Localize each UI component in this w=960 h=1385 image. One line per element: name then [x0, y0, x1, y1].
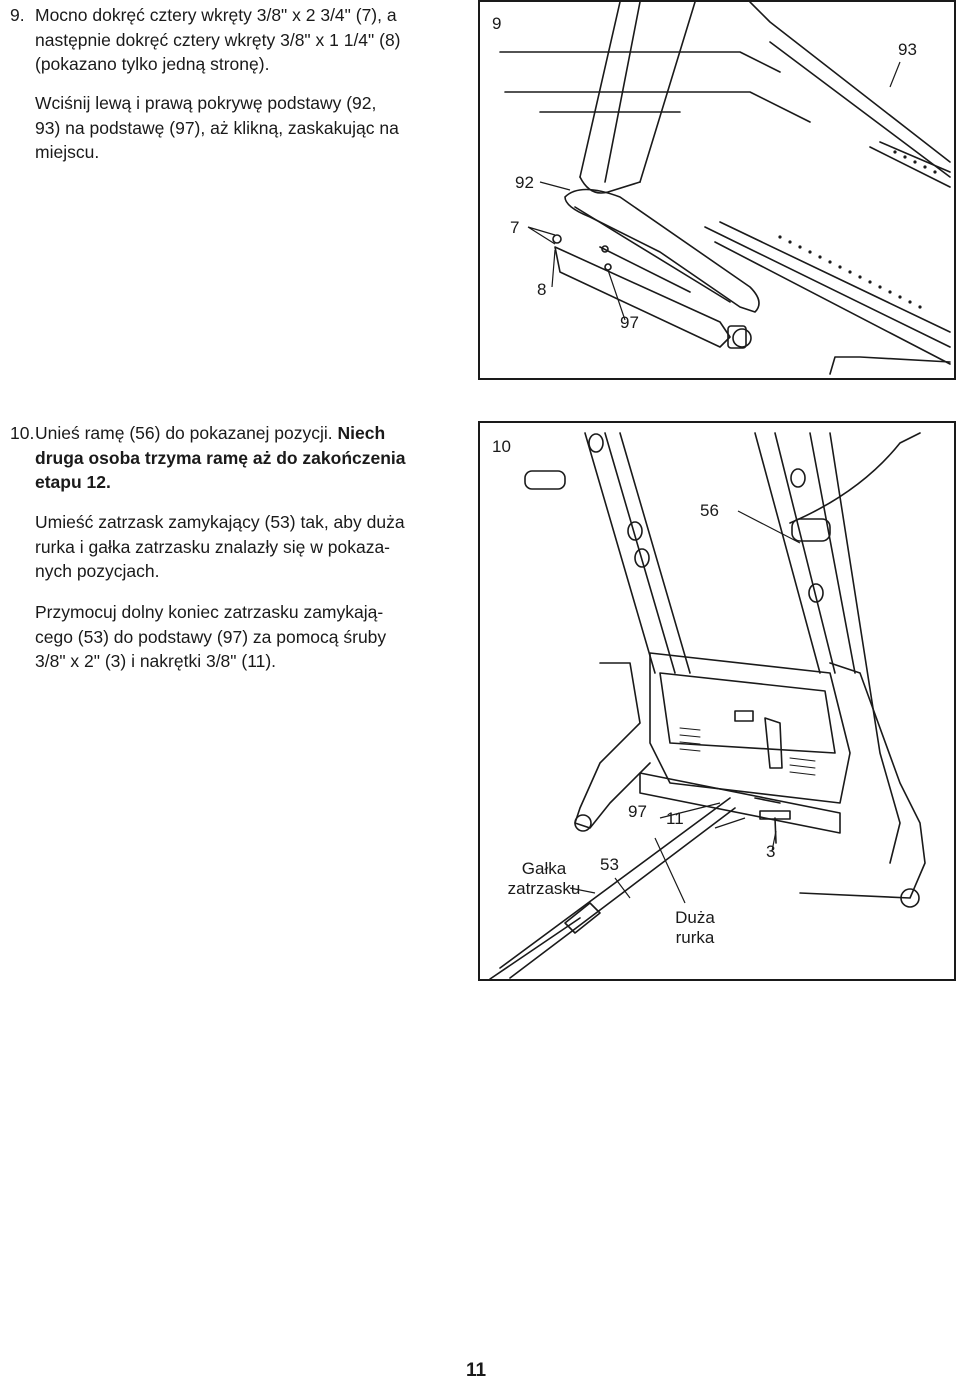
step10-number: 10. [10, 423, 35, 443]
figure-9-label: 9 [492, 14, 502, 33]
callout-97: 97 [628, 802, 647, 821]
step10-line1-bold: Niech [337, 423, 386, 443]
figure-10-label: 10 [492, 437, 511, 456]
callout-3: 3 [766, 842, 776, 861]
callout-knob-line: Gałka [521, 859, 567, 878]
page-number: 11 [466, 1360, 487, 1381]
step10-line: cego (53) do podstawy (97) za pomocą śru… [35, 626, 387, 647]
step9-line: miejscu. [35, 142, 100, 162]
step9-line: Mocno dokręć cztery wkręty 3/8" x 2 3/4"… [35, 5, 397, 25]
step10-line: 3/8" x 2" (3) i nakrętki 3/8" (11). [35, 651, 277, 671]
callout-tube-line: Duża [675, 908, 715, 927]
step9-line: (pokazano tylko jedną stronę). [35, 54, 270, 74]
callout-53: 53 [600, 855, 619, 874]
callout-tube-line: rurka [675, 928, 715, 947]
step10-line: rurka i gałka zatrzasku znalazły się w p… [35, 536, 391, 557]
callout-knob: Gałka zatrzasku [502, 859, 586, 899]
callout-knob-line: zatrzasku [507, 879, 581, 898]
callout-11: 11 [666, 809, 684, 828]
callout-56: 56 [700, 501, 719, 520]
callout-93: 93 [898, 40, 917, 59]
treadmill-latch-illustration [489, 432, 926, 979]
step10-paragraph-1: Unieś ramę (56) do pokazanej pozycji. Ni… [35, 421, 406, 495]
step9-paragraph-1: Mocno dokręć cztery wkręty 3/8" x 2 3/4"… [35, 3, 401, 77]
figure-10: 10 56 97 11 3 53 Gałka zatrzasku Duża ru… [478, 421, 956, 981]
callout-8: 8 [537, 280, 547, 299]
callout-97: 97 [620, 313, 639, 332]
callout-92: 92 [515, 173, 534, 192]
callout-7: 7 [510, 218, 520, 237]
step10-line: nych pozycjach. [35, 561, 160, 581]
step10-line: Przymocuj dolny koniec zatrzasku zamykaj… [35, 602, 384, 622]
step10-line1-normal: Unieś ramę (56) do pokazanej pozycji. [35, 423, 333, 443]
step9-paragraph-2: Wciśnij lewą i prawą pokrywę podstawy (9… [35, 91, 399, 165]
step9-line: następnie dokręć cztery wkręty 3/8" x 1 … [35, 29, 401, 50]
figure-9: 9 93 92 7 8 97 [478, 0, 956, 380]
step10-bold-line: druga osoba trzyma ramę aż do zakończeni… [35, 447, 406, 468]
treadmill-base-illustration [499, 2, 951, 375]
step10-line: Umieść zatrzask zamykający (53) tak, aby… [35, 512, 405, 532]
step9-line: Wciśnij lewą i prawą pokrywę podstawy (9… [35, 93, 377, 113]
step9-line: 93) na podstawę (97), aż klikną, zaskaku… [35, 117, 399, 138]
step9-number: 9. [10, 5, 25, 25]
step10-paragraph-2: Umieść zatrzask zamykający (53) tak, aby… [35, 510, 405, 584]
step10-paragraph-3: Przymocuj dolny koniec zatrzasku zamykaj… [35, 600, 386, 674]
callout-large-tube: Duża rurka [670, 908, 720, 948]
step10-bold-line: etapu 12. [35, 472, 111, 492]
